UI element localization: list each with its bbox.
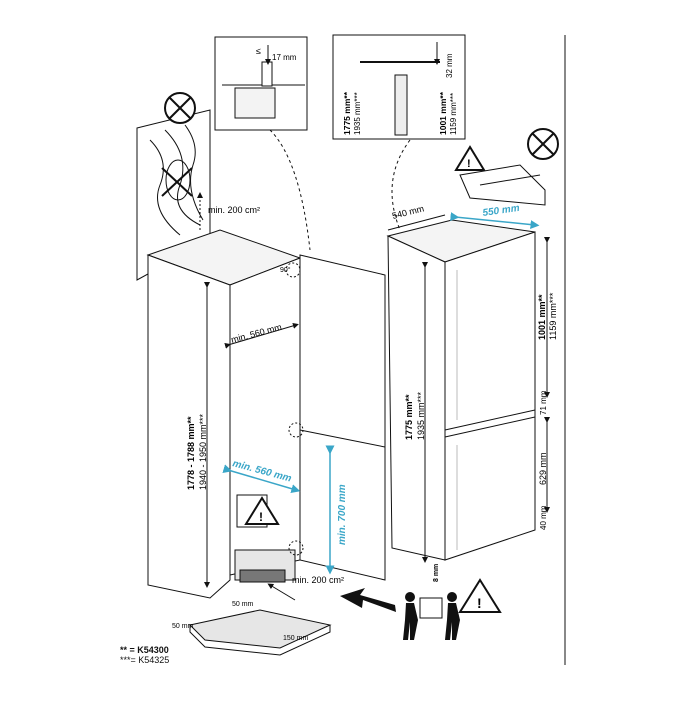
- arrow-icon: [340, 588, 396, 612]
- appliance-upper-a: 1001 mm**: [537, 294, 547, 340]
- appliance-lower: 629 mm: [538, 452, 548, 485]
- svg-text:!: !: [259, 510, 263, 524]
- appliance-height-b: 1935 mm***: [416, 391, 426, 440]
- appliance-gap-mid: 71 mm: [539, 390, 548, 415]
- prohibited-icon: [164, 92, 196, 124]
- warning-icon: !: [458, 578, 502, 613]
- svg-text:!: !: [467, 158, 471, 170]
- ventilation-bottom-label: min. 200 cm²: [292, 575, 344, 585]
- detail-box-hinge: 17 mm ≤: [214, 36, 308, 131]
- hinge-gap-label: 17 mm: [272, 53, 297, 62]
- detail-height-b: 1935 mm***: [353, 92, 362, 135]
- base-dim-a: 50 mm: [172, 623, 194, 630]
- appliance-height-a: 1775 mm**: [404, 394, 414, 440]
- niche-height-b: 1940 - 1950 mm***: [198, 413, 208, 490]
- base-dim-b: 50 mm: [232, 601, 254, 608]
- prohibited-icon: [527, 128, 559, 160]
- appliance-foot: 8 mm: [433, 564, 440, 582]
- ventilation-top-label: min. 200 cm²: [208, 205, 260, 215]
- appliance: [386, 219, 536, 561]
- hinge-leq-symbol: ≤: [256, 46, 261, 56]
- base-plate: [188, 609, 332, 656]
- appliance-bottom: 40 mm: [539, 505, 548, 530]
- two-person-lift-icon: [403, 592, 460, 640]
- detail-upper-a: 1001 mm**: [438, 91, 448, 135]
- appliance-width: 550 mm: [482, 203, 521, 219]
- base-dim-c: 150 mm: [283, 635, 308, 642]
- niche-lower-height: min. 700 mm: [337, 484, 348, 545]
- niche-angle: 90°: [280, 266, 291, 274]
- niche-cabinet: [146, 229, 386, 599]
- svg-text:!: !: [477, 595, 482, 611]
- detail-box-top-gap: 1775 mm** 1935 mm*** 1001 mm** 1159 mm**…: [332, 34, 466, 140]
- legend-item-1: ** = K54300: [120, 645, 169, 655]
- top-warning-inset: [459, 164, 546, 206]
- niche-height-a: 1778 - 1788 mm**: [186, 416, 196, 490]
- detail-upper-b: 1159 mm***: [449, 93, 458, 135]
- appliance-depth: 540 mm: [391, 203, 425, 221]
- appliance-upper-b: 1159 mm***: [548, 292, 558, 340]
- warning-icon: !: [454, 145, 486, 171]
- detail-top-gap: 32 mm: [445, 53, 454, 78]
- legend-item-2: ***= K54325: [120, 655, 170, 665]
- warning-icon: !: [236, 494, 280, 528]
- detail-height-a: 1775 mm**: [342, 91, 352, 135]
- legend: ** = K54300 ***= K54325: [120, 645, 169, 665]
